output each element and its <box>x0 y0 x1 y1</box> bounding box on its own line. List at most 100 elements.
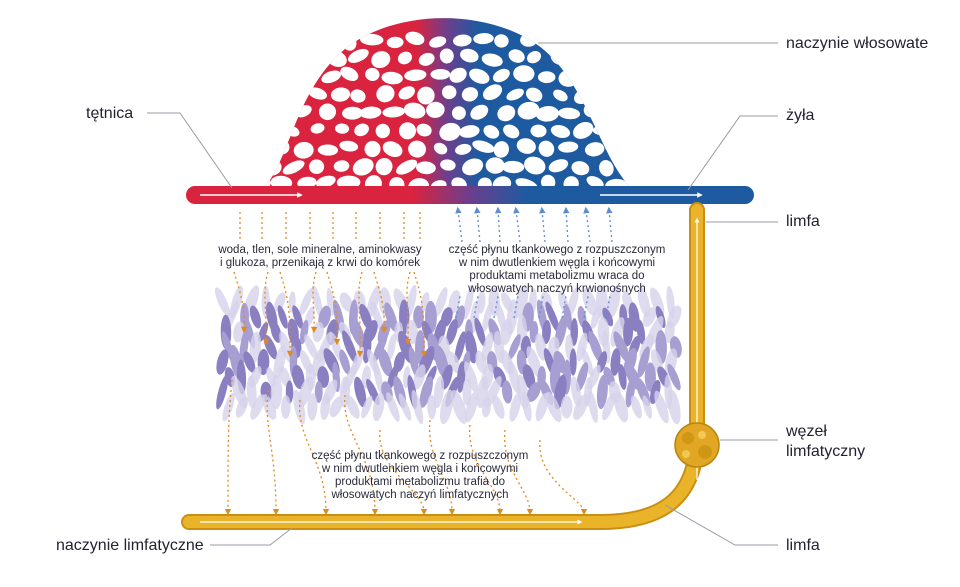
tissue-cell <box>463 361 479 393</box>
capillary-gap <box>530 124 547 138</box>
nutrient-arrow-lower <box>262 271 270 346</box>
capillary-gap <box>278 103 294 117</box>
nutrient-arrow-lower <box>279 271 294 358</box>
capillary-gap <box>339 140 359 152</box>
tissue-cell <box>573 393 589 421</box>
tissue-cell <box>345 395 360 419</box>
capillary-gap <box>501 160 525 174</box>
capillary-gap <box>321 70 342 84</box>
capillary-gap <box>460 48 479 63</box>
capillary-gap <box>440 159 456 171</box>
nutrient-arrow-lower <box>404 271 412 346</box>
capillary-gap <box>630 103 640 118</box>
capillary-gap <box>599 160 614 177</box>
tissue-cell <box>637 346 650 378</box>
tissue-cell <box>273 344 287 380</box>
return-arrow <box>606 206 613 243</box>
capillary-gap <box>375 123 390 139</box>
capillary-gap <box>282 160 305 175</box>
tissue-cell <box>509 392 522 422</box>
capillary-gap <box>441 85 457 100</box>
tissue-cell <box>318 305 331 329</box>
leader-vein <box>687 115 778 191</box>
lymph-node <box>674 422 720 468</box>
lymph-drain-arrows <box>224 379 588 516</box>
tissue-cell <box>299 288 314 316</box>
capillary-gap <box>264 87 285 102</box>
tissue-cell <box>481 396 491 418</box>
tissue-cell <box>500 318 513 346</box>
label-lymph-vessel: naczynie limfatyczne <box>56 537 204 554</box>
tissue-cell <box>644 362 656 392</box>
note-from-blood-line: i glukoza, przenikają z krwi do komórek <box>219 257 421 269</box>
tissue-cell <box>492 395 505 419</box>
capillary-gap <box>535 106 559 122</box>
capillary-gap <box>604 140 621 152</box>
lymph-drain-arrow <box>428 419 456 516</box>
capillary-gap <box>272 67 295 85</box>
capillary-gap <box>429 36 447 48</box>
capillary-gap <box>473 33 494 45</box>
capillary-gap <box>571 54 590 66</box>
capillary-gap <box>426 101 445 118</box>
leader-artery <box>147 112 233 189</box>
tissue-cell <box>560 395 573 419</box>
capillary-gap <box>626 140 640 154</box>
tissue-cell <box>602 393 616 421</box>
tissue-cell <box>250 394 265 420</box>
capillary-gap <box>633 155 640 173</box>
lymph-drain-arrow <box>539 439 588 516</box>
tissue-cell <box>451 390 468 424</box>
capillary-gap <box>430 68 451 80</box>
capillary-gap <box>352 158 374 176</box>
tissue-cell <box>354 376 367 408</box>
capillary-gap <box>492 68 510 83</box>
note-to-capillary: część płynu tkankowego z rozpuszczonym w… <box>432 244 682 296</box>
lymph-vessel <box>181 202 720 530</box>
capillary-gap <box>308 159 325 175</box>
capillary-gap <box>416 161 436 175</box>
capillary-gap <box>255 33 272 45</box>
nutrient-arrow-lower <box>356 271 364 358</box>
lymph-drain-arrow <box>224 379 233 516</box>
label-lymph-node-line2: limfatyczny <box>786 443 866 460</box>
tissue-cell <box>249 331 262 363</box>
tissue-cell <box>522 392 532 422</box>
tissue-cell <box>581 347 594 377</box>
tissue-cell <box>610 348 621 376</box>
capillary-gap <box>398 86 415 100</box>
label-lymph-node-line1: węzeł <box>786 423 827 440</box>
return-arrow <box>474 206 481 243</box>
tissue-cell <box>542 319 551 345</box>
tissue-cell <box>270 374 283 410</box>
tissue-cell <box>526 346 542 378</box>
capillary-gap <box>455 143 472 155</box>
capillary-gap <box>584 142 605 157</box>
tissue-cell <box>477 290 486 314</box>
capillary-gap <box>261 121 282 138</box>
note-to-lymph-line: w nim dwutlenkiem węgla i końcowymi <box>321 463 519 475</box>
tissue-cell <box>474 317 486 347</box>
tissue-cell <box>349 316 365 348</box>
capillary-gap <box>310 123 325 134</box>
nutrient-arrows <box>233 212 428 358</box>
tissue-cell <box>408 346 420 378</box>
label-artery: tętnica <box>86 105 134 122</box>
capillary-gap <box>451 106 466 120</box>
tissue-cell <box>433 318 447 346</box>
tissue-cell <box>235 396 248 418</box>
tissue-cell <box>320 393 331 421</box>
label-lymph-node: węzeł limfatyczny <box>786 422 865 462</box>
capillary-gap <box>336 175 361 190</box>
note-to-lymph-line: włosowatych naczyń limfatycznych <box>331 489 509 501</box>
capillary-gap <box>284 85 308 101</box>
tissue-cell <box>588 330 604 364</box>
tissue-cell <box>398 393 412 421</box>
capillary-gap <box>318 103 337 121</box>
capillary-gap <box>469 68 490 84</box>
capillary-gap <box>548 159 569 173</box>
capillary-gap <box>340 66 359 81</box>
tissue-cell <box>610 317 625 347</box>
tissue-cell <box>582 288 598 316</box>
